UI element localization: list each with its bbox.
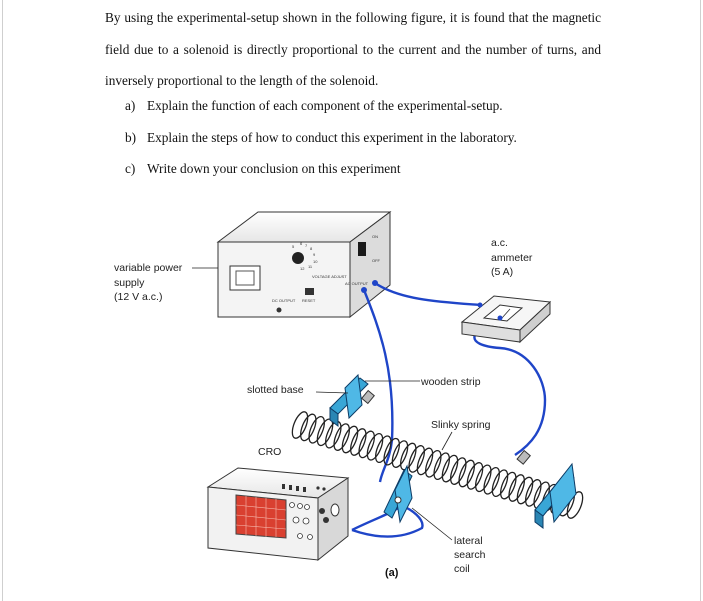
dial-number: 5 [292, 244, 295, 249]
spring-coil [400, 442, 417, 471]
label-power-supply: (12 V a.c.) [114, 291, 162, 303]
dc-output-label: DC OUTPUT [272, 298, 296, 303]
wire [351, 503, 424, 538]
dial-number: 6 [300, 241, 303, 246]
label-power-supply: supply [114, 277, 145, 289]
cro-oscilloscope [206, 467, 350, 562]
question-intro: By using the experimental-setup shown in… [105, 10, 601, 88]
spring-coil [433, 452, 450, 481]
needle-icon [501, 308, 511, 319]
label-search-coil: lateral [454, 535, 483, 547]
wire [362, 289, 394, 483]
spring-coil [425, 449, 442, 478]
experiment-figure: 6 7 8 5 9 10 11 12 VOLTAGE ADJUST DC OUT… [114, 211, 584, 579]
spring-coil [500, 471, 517, 500]
question-part-a: a) Explain the function of each component… [125, 98, 503, 114]
part-letter: b) [125, 130, 137, 145]
label-cro: CRO [258, 446, 281, 458]
off-label: OFF [372, 258, 381, 263]
page-border-right [700, 0, 701, 601]
spring-coil [475, 464, 492, 493]
dial-number: 12 [300, 266, 305, 271]
spring-coil [333, 423, 350, 451]
cro-top-buttons [282, 484, 326, 492]
spring-coil [491, 469, 509, 498]
spring-coil [408, 445, 425, 473]
spring-coil [341, 425, 359, 454]
power-switch-icon [358, 242, 366, 256]
slotted-base-clamp-center [383, 464, 413, 524]
label-slinky-spring: Slinky spring [431, 419, 491, 431]
spring-coil [516, 476, 534, 505]
spring-coil [508, 474, 525, 502]
cro-knobs [289, 502, 313, 540]
label-power-supply: variable power [114, 262, 183, 274]
slotted-base-clamp-left [329, 373, 375, 427]
dial-number: 11 [308, 264, 313, 269]
label-slotted-base: slotted base [247, 384, 304, 396]
dial-number: 8 [310, 246, 313, 251]
question-part-b: b) Explain the steps of how to conduct th… [125, 130, 517, 146]
label-ammeter: ammeter [491, 252, 533, 264]
spring-coil [291, 411, 309, 439]
figure-caption: (a) [385, 567, 399, 579]
wire [374, 282, 481, 307]
reset-label: RESET [302, 298, 316, 303]
label-ammeter: a.c. [491, 237, 508, 249]
spring-coil [466, 462, 484, 490]
part-letter: a) [125, 98, 136, 113]
spring-coil [383, 437, 400, 466]
spring-coil [325, 420, 342, 449]
spring-coil [366, 432, 384, 461]
slotted-base-clamp-right [516, 449, 577, 529]
label-search-coil: coil [454, 563, 470, 575]
label-ammeter: (5 A) [491, 266, 513, 278]
spring-coil [450, 457, 467, 485]
cro-screen [235, 494, 287, 539]
spring-coil [525, 479, 542, 507]
page-border-left [2, 0, 3, 601]
spring-coil [308, 415, 325, 444]
on-label: ON [372, 234, 378, 239]
question-part-c: c) Write down your conclusion on this exp… [125, 161, 401, 177]
label-search-coil: search [454, 549, 486, 561]
ammeter [460, 295, 552, 344]
spring-coil [483, 466, 500, 495]
spring-coil [416, 447, 434, 476]
spring-coil [358, 430, 375, 459]
voltage-knob-icon [292, 252, 304, 264]
spring-coil [300, 413, 317, 442]
part-text: Write down your conclusion on this exper… [147, 161, 401, 176]
label-wooden-strip: wooden strip [420, 376, 481, 388]
part-text: Explain the steps of how to conduct this… [147, 130, 517, 145]
part-letter: c) [125, 161, 136, 176]
dial-number: 7 [305, 243, 308, 248]
reset-button-icon [305, 288, 314, 295]
spring-coil [375, 435, 392, 464]
spring-coil [350, 428, 367, 456]
dial-number: 9 [313, 252, 316, 257]
screen-grid [235, 496, 287, 537]
spring-coil [391, 440, 409, 468]
voltage-adjust-label: VOLTAGE ADJUST [312, 274, 347, 279]
spring-coil [458, 459, 475, 488]
dial-number: 10 [313, 259, 318, 264]
power-supply: 6 7 8 5 9 10 11 12 VOLTAGE ADJUST DC OUT… [216, 211, 392, 319]
ac-output-label: AC OUTPUT [345, 281, 369, 286]
leader-lines [192, 267, 453, 541]
spring-coil [441, 454, 459, 483]
part-text: Explain the function of each component o… [147, 98, 503, 113]
